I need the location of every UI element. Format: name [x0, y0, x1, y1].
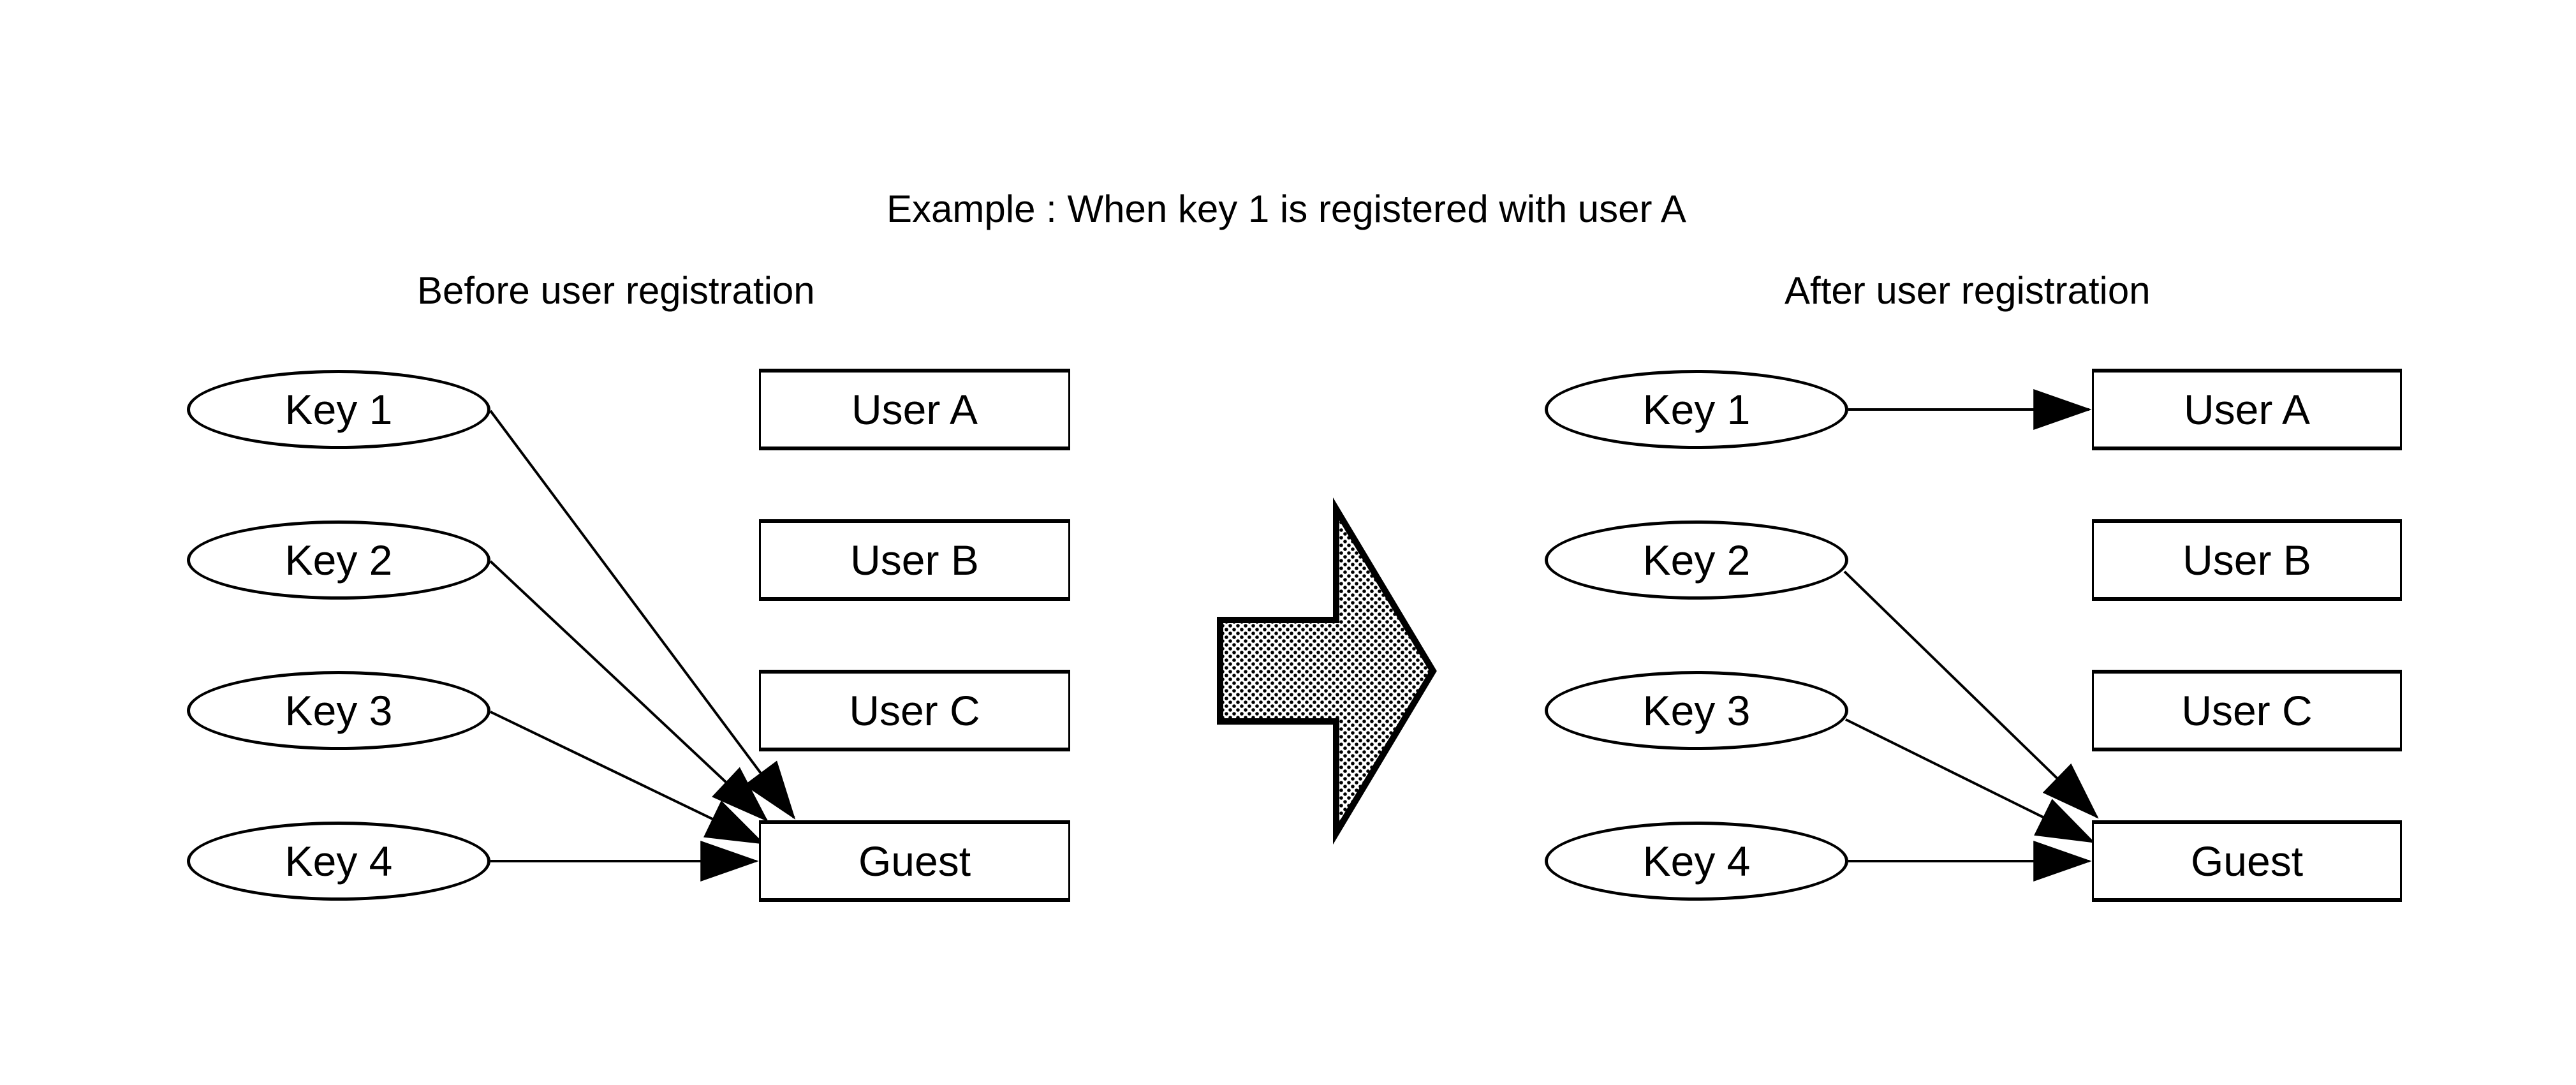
- node-label: Key 3: [284, 687, 393, 734]
- before-key-2-ellipse: Key 2: [187, 520, 490, 600]
- before-key-1-ellipse: Key 1: [187, 370, 490, 449]
- node-label: Key 1: [284, 386, 393, 433]
- before-edge-key1-to-guest: [489, 410, 796, 820]
- after-key-3-ellipse: Key 3: [1545, 671, 1848, 750]
- before-key-3-ellipse: Key 3: [187, 671, 490, 750]
- node-label: Key 1: [1642, 386, 1751, 433]
- before-key-4-ellipse: Key 4: [187, 822, 490, 901]
- after-user-b-box: User B: [2092, 519, 2402, 601]
- before-panel-heading: Before user registration: [417, 269, 815, 312]
- after-key-4-ellipse: Key 4: [1545, 822, 1848, 901]
- node-label: Key 2: [1642, 536, 1751, 584]
- node-label: Key 3: [1642, 687, 1751, 734]
- after-key-1-ellipse: Key 1: [1545, 370, 1848, 449]
- before-edge-key3-to-guest: [490, 711, 765, 845]
- before-user-a-box: User A: [759, 369, 1070, 450]
- node-label: Key 4: [1642, 838, 1751, 885]
- before-edge-key2-to-guest: [489, 560, 769, 822]
- node-label: User C: [849, 687, 980, 734]
- after-guest-box: Guest: [2092, 820, 2402, 902]
- before-user-b-box: User B: [759, 519, 1070, 601]
- after-panel-heading: After user registration: [1785, 269, 2151, 312]
- node-label: Key 4: [284, 838, 393, 885]
- node-label: Guest: [858, 838, 971, 885]
- after-user-c-box: User C: [2092, 670, 2402, 751]
- after-edge-key3-to-guest: [1845, 718, 2096, 843]
- before-user-c-box: User C: [759, 670, 1070, 751]
- before-after-transition-arrow: [1217, 497, 1437, 845]
- figure-title: Example : When key 1 is registered with …: [887, 188, 1686, 230]
- before-guest-box: Guest: [759, 820, 1070, 902]
- node-label: Guest: [2190, 838, 2304, 885]
- node-label: User A: [851, 386, 978, 433]
- node-label: User B: [2182, 536, 2311, 584]
- node-label: User C: [2181, 687, 2313, 734]
- after-edge-key2-to-guest: [1843, 570, 2099, 819]
- node-label: User A: [2183, 386, 2311, 433]
- node-label: Key 2: [284, 536, 393, 584]
- node-label: User B: [850, 536, 979, 584]
- after-user-a-box: User A: [2092, 369, 2402, 450]
- after-key-2-ellipse: Key 2: [1545, 520, 1848, 600]
